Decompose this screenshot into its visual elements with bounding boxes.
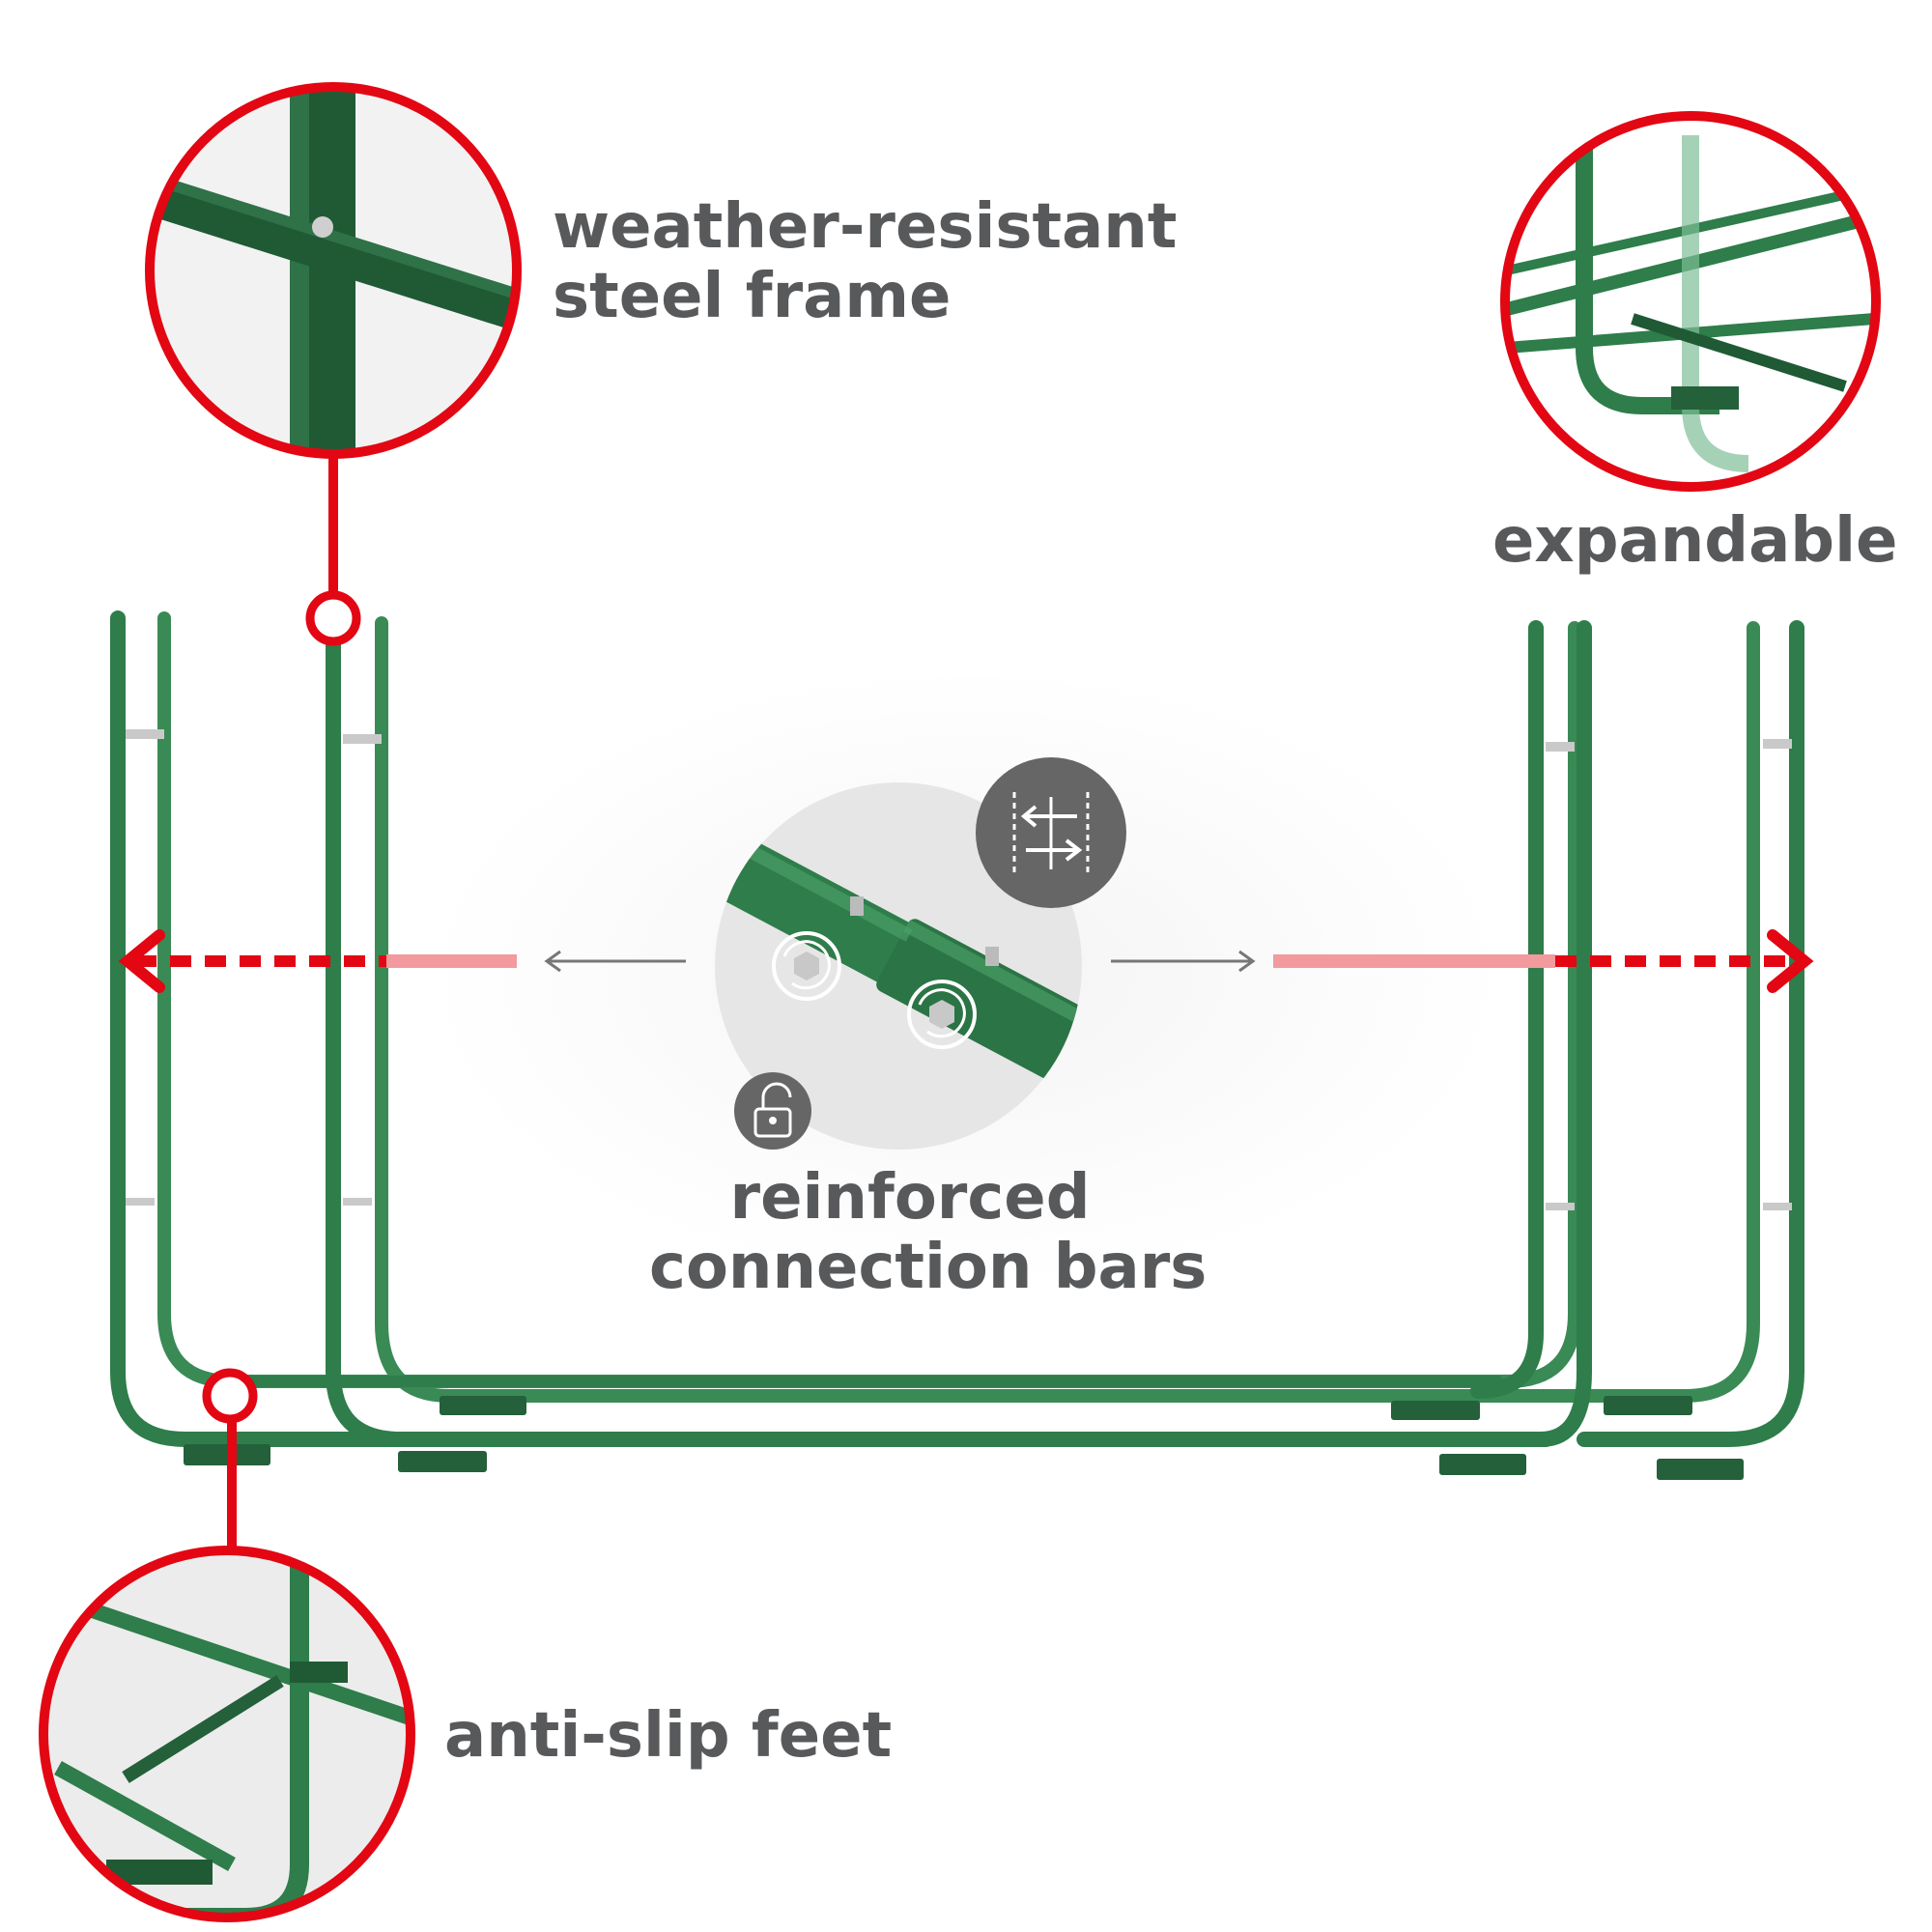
steel-frame-label-line1: weather-resistant bbox=[553, 191, 1178, 263]
steel-frame-label-line2: steel frame bbox=[553, 260, 952, 332]
connection-bars-label: reinforced connection bars bbox=[649, 1162, 1208, 1303]
expand-arrows-icon bbox=[976, 757, 1126, 908]
steel-frame-label: weather-resistant steel frame bbox=[553, 191, 1178, 332]
anti-slip-feet-label: anti-slip feet bbox=[444, 1700, 893, 1772]
connection-bars-label-line1: reinforced bbox=[729, 1162, 1091, 1234]
zoom-circle-expandable bbox=[1500, 111, 1881, 492]
arrow-right-icon bbox=[1767, 929, 1814, 993]
zoom-circle-feet bbox=[39, 1368, 415, 1922]
expandable-label: expandable bbox=[1492, 505, 1898, 577]
expansion-indicator bbox=[118, 929, 1814, 993]
rotate-icon bbox=[918, 988, 966, 1038]
connection-bars-label-line2: connection bars bbox=[649, 1231, 1208, 1303]
bracket-group bbox=[126, 729, 1792, 1210]
rotate-icon bbox=[782, 940, 831, 990]
arrow-left-icon bbox=[118, 929, 165, 993]
unlock-icon bbox=[734, 1072, 811, 1150]
feet-group bbox=[184, 1396, 1744, 1480]
zoom-circle-steel-frame bbox=[145, 82, 522, 646]
rack-frame bbox=[110, 611, 1804, 1447]
